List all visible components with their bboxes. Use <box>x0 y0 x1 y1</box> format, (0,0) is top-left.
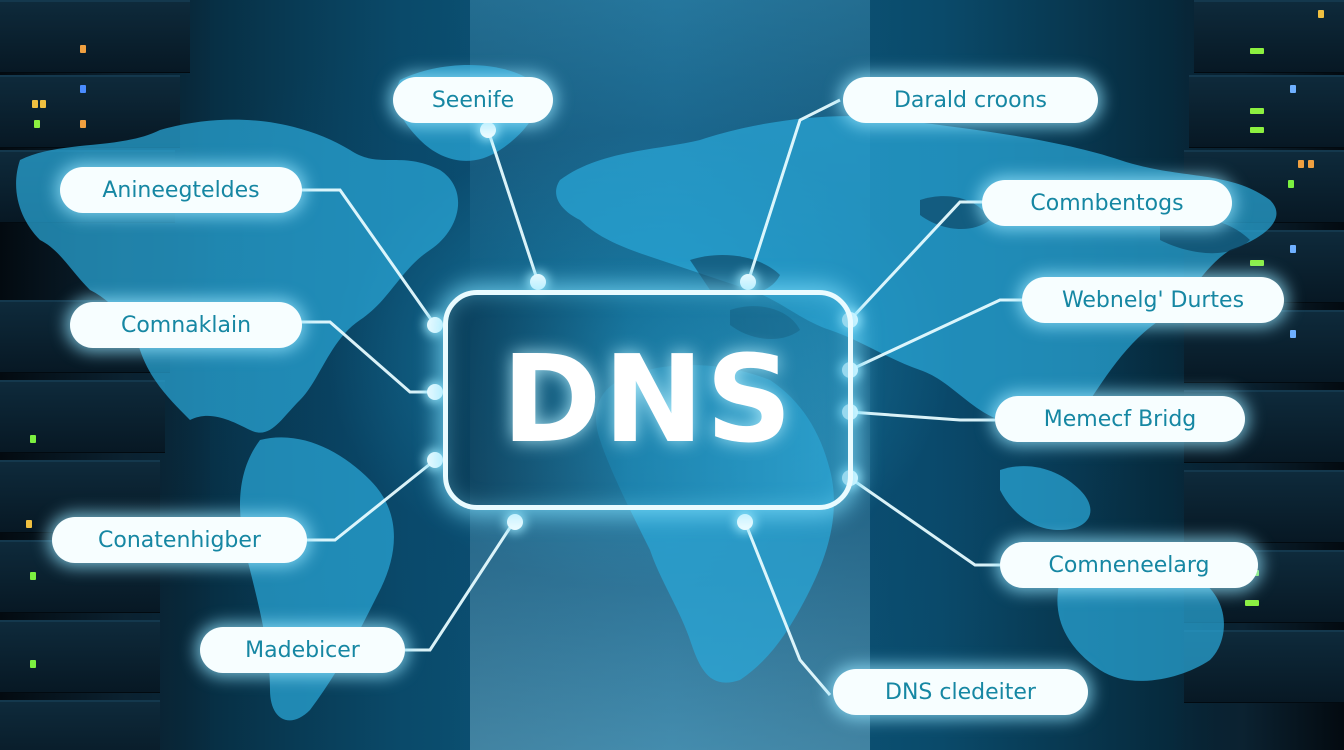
label-conatenhigber: Conatenhigber <box>52 517 307 563</box>
connector-node <box>480 122 496 138</box>
connector-node <box>530 274 546 290</box>
connector-node <box>427 317 443 333</box>
label-comnaklain: Comnaklain <box>70 302 302 348</box>
dns-hub-title: DNS <box>501 330 795 470</box>
label-comneneelarg: Comneneelarg <box>1000 542 1258 588</box>
connector-node <box>740 274 756 290</box>
label-webnelg-durtes: Webnelg' Durtes <box>1022 277 1284 323</box>
label-darald-croons: Darald croons <box>843 77 1098 123</box>
label-madebicer: Madebicer <box>200 627 405 673</box>
connector-node <box>427 452 443 468</box>
label-anineegteldes: Anineegteldes <box>60 167 302 213</box>
connector-node <box>737 514 753 530</box>
dns-hub: DNS <box>443 290 853 510</box>
label-dns-cledeiter: DNS cledeiter <box>833 669 1088 715</box>
label-seenife: Seenife <box>393 77 553 123</box>
connector-node <box>427 384 443 400</box>
label-comnbentogs: Comnbentogs <box>982 180 1232 226</box>
label-memecf-bridg: Memecf Bridg <box>995 396 1245 442</box>
connector-node <box>507 514 523 530</box>
